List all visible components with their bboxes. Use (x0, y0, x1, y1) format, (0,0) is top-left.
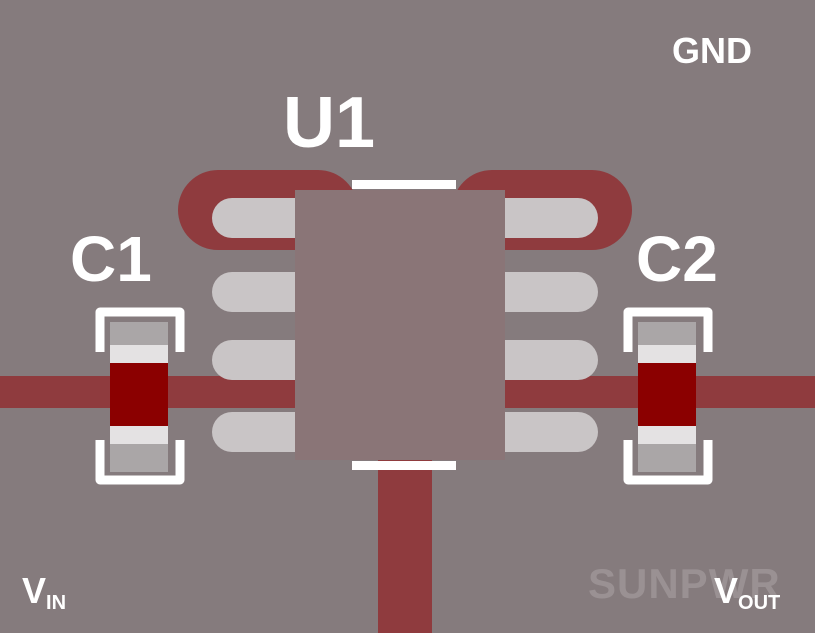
u1-label: U1 (283, 83, 376, 163)
watermark: SUNPWR (588, 560, 781, 607)
u1-body (295, 190, 505, 460)
c2-label: C2 (636, 223, 718, 295)
vout-label-sub: OUT (738, 592, 781, 614)
gnd-label: GND (672, 30, 752, 71)
u1-pad-right-3 (478, 340, 598, 380)
vout-label: VOUT (714, 570, 781, 614)
c2-capacitor (623, 307, 713, 485)
u1-silk-top (352, 180, 456, 189)
u1-pad-right-4 (478, 412, 598, 452)
vout-label-main: V (714, 570, 739, 611)
c1-label: C1 (70, 223, 152, 295)
vin-label-sub: IN (46, 592, 67, 614)
vin-label-main: V (22, 570, 47, 611)
u1-pad-right-2 (478, 272, 598, 312)
vin-label: VIN (22, 570, 67, 614)
u1-silk-bottom (352, 461, 456, 470)
u1-pad-right-1 (478, 198, 598, 238)
c1-capacitor (95, 307, 185, 485)
bottom-trace (378, 458, 432, 633)
